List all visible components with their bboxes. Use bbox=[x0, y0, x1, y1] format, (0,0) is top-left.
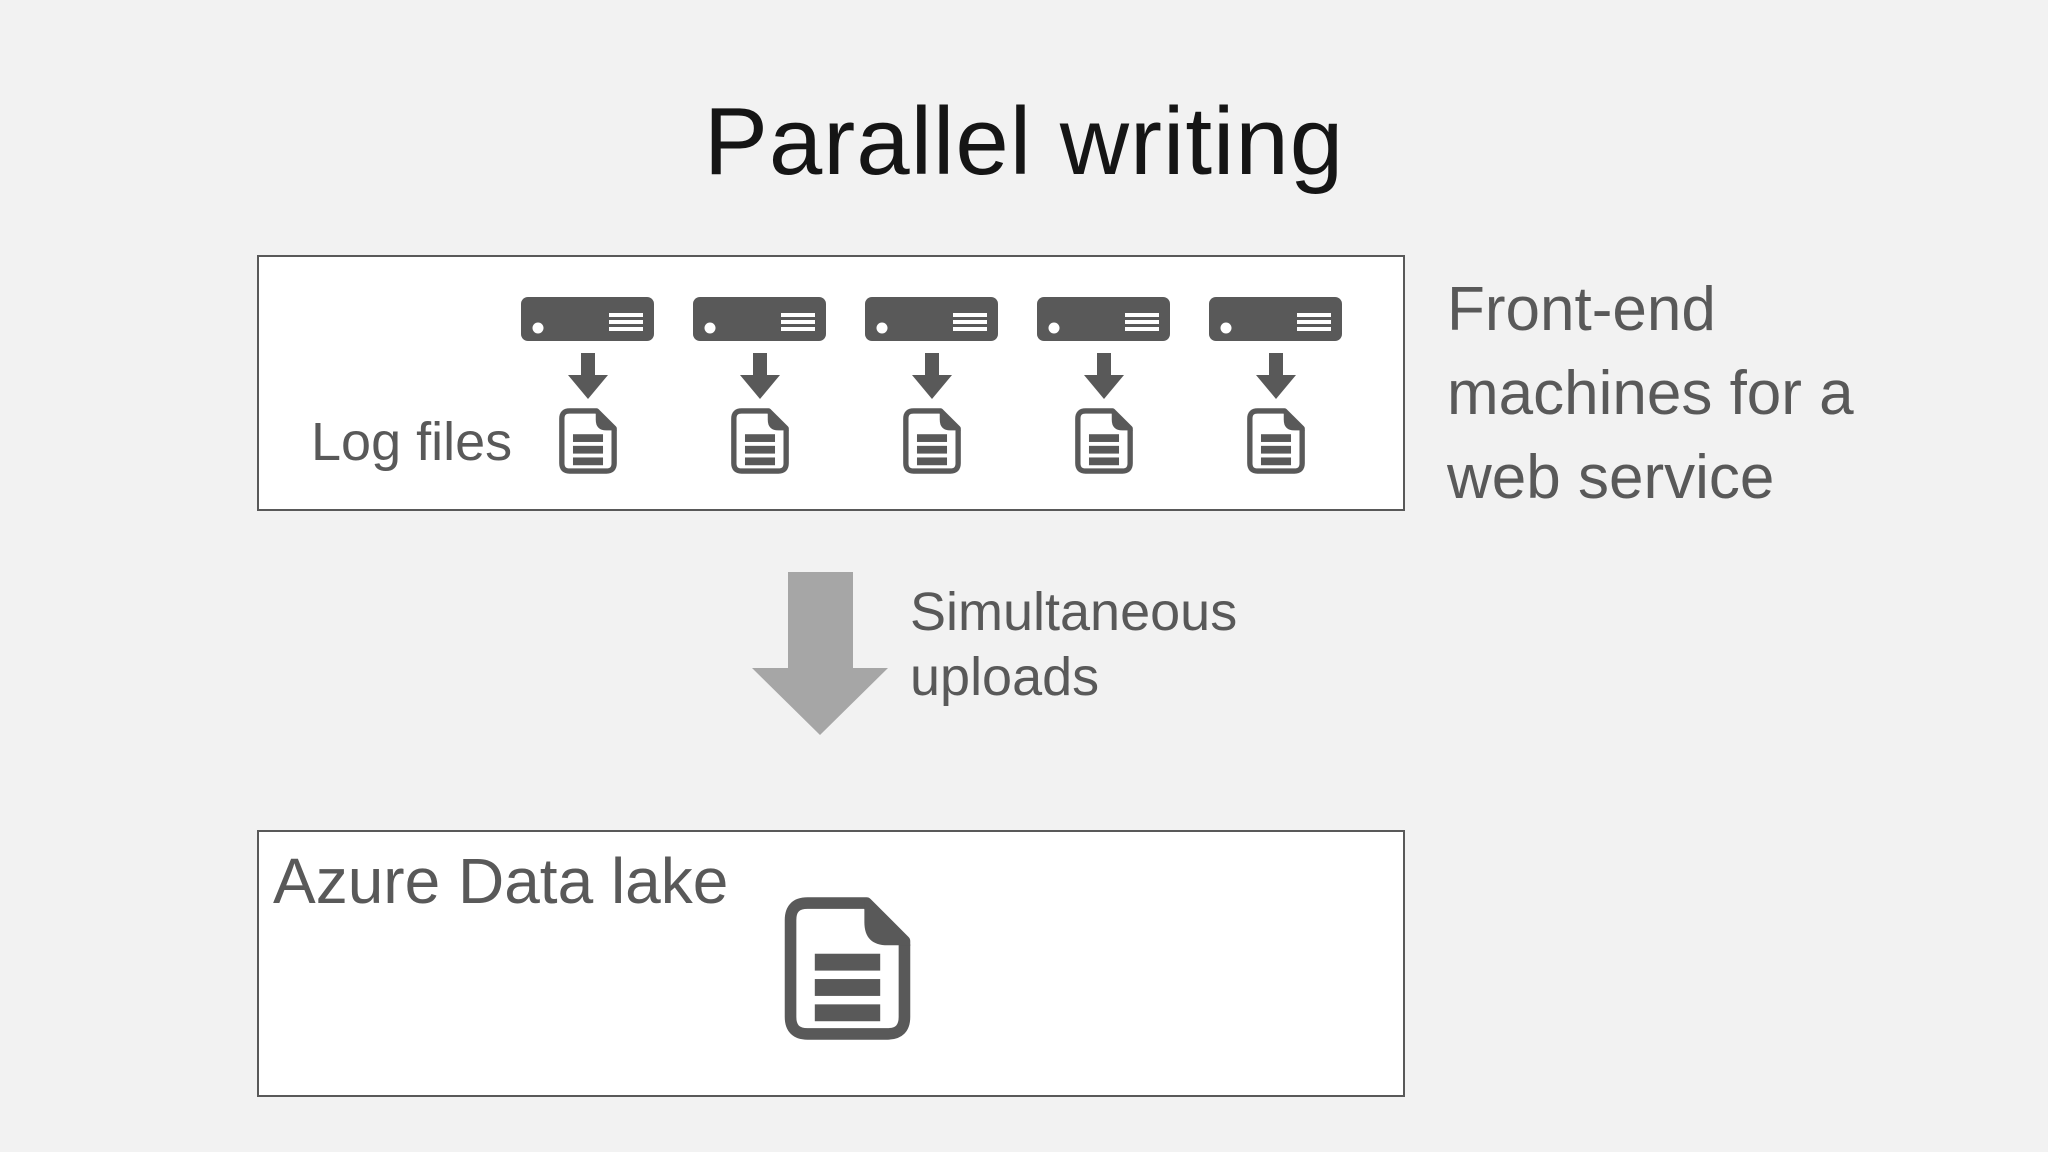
front-end-machines-panel: Log files bbox=[257, 255, 1405, 511]
simultaneous-uploads-line: uploads bbox=[910, 647, 1100, 707]
down-arrow-icon bbox=[1083, 353, 1124, 399]
server-icon bbox=[1209, 297, 1342, 341]
simultaneous-uploads-line: Simultaneous bbox=[910, 582, 1238, 642]
document-icon bbox=[784, 897, 911, 1040]
document-icon bbox=[1246, 408, 1305, 474]
server-icon bbox=[865, 297, 998, 341]
front-end-caption: Front-end machines for a web service bbox=[1447, 268, 1854, 520]
machine-column bbox=[1036, 291, 1171, 474]
server-icon bbox=[1037, 297, 1170, 341]
log-files-label: Log files bbox=[311, 412, 513, 472]
simultaneous-uploads-caption: Simultaneous uploads bbox=[910, 580, 1237, 710]
document-icon bbox=[1074, 408, 1133, 474]
server-icon bbox=[693, 297, 826, 341]
machine-column bbox=[864, 291, 999, 474]
down-arrow-icon bbox=[1255, 353, 1296, 399]
document-icon bbox=[730, 408, 789, 474]
big-down-arrow-icon bbox=[752, 572, 888, 735]
down-arrow-icon bbox=[739, 353, 780, 399]
front-end-caption-line: web service bbox=[1447, 443, 1775, 512]
server-icon bbox=[521, 297, 654, 341]
down-arrow-icon bbox=[567, 353, 608, 399]
document-icon bbox=[558, 408, 617, 474]
front-end-caption-line: machines for a bbox=[1447, 359, 1854, 428]
machine-column bbox=[1208, 291, 1343, 474]
down-arrow-icon bbox=[911, 353, 952, 399]
document-icon bbox=[902, 408, 961, 474]
machines-row bbox=[520, 291, 1343, 474]
azure-data-lake-panel: Azure Data lake bbox=[257, 830, 1405, 1097]
slide-title: Parallel writing bbox=[703, 88, 1345, 195]
front-end-caption-line: Front-end bbox=[1447, 275, 1716, 344]
machine-column bbox=[692, 291, 827, 474]
azure-data-lake-label: Azure Data lake bbox=[273, 845, 729, 917]
machine-column bbox=[520, 291, 655, 474]
